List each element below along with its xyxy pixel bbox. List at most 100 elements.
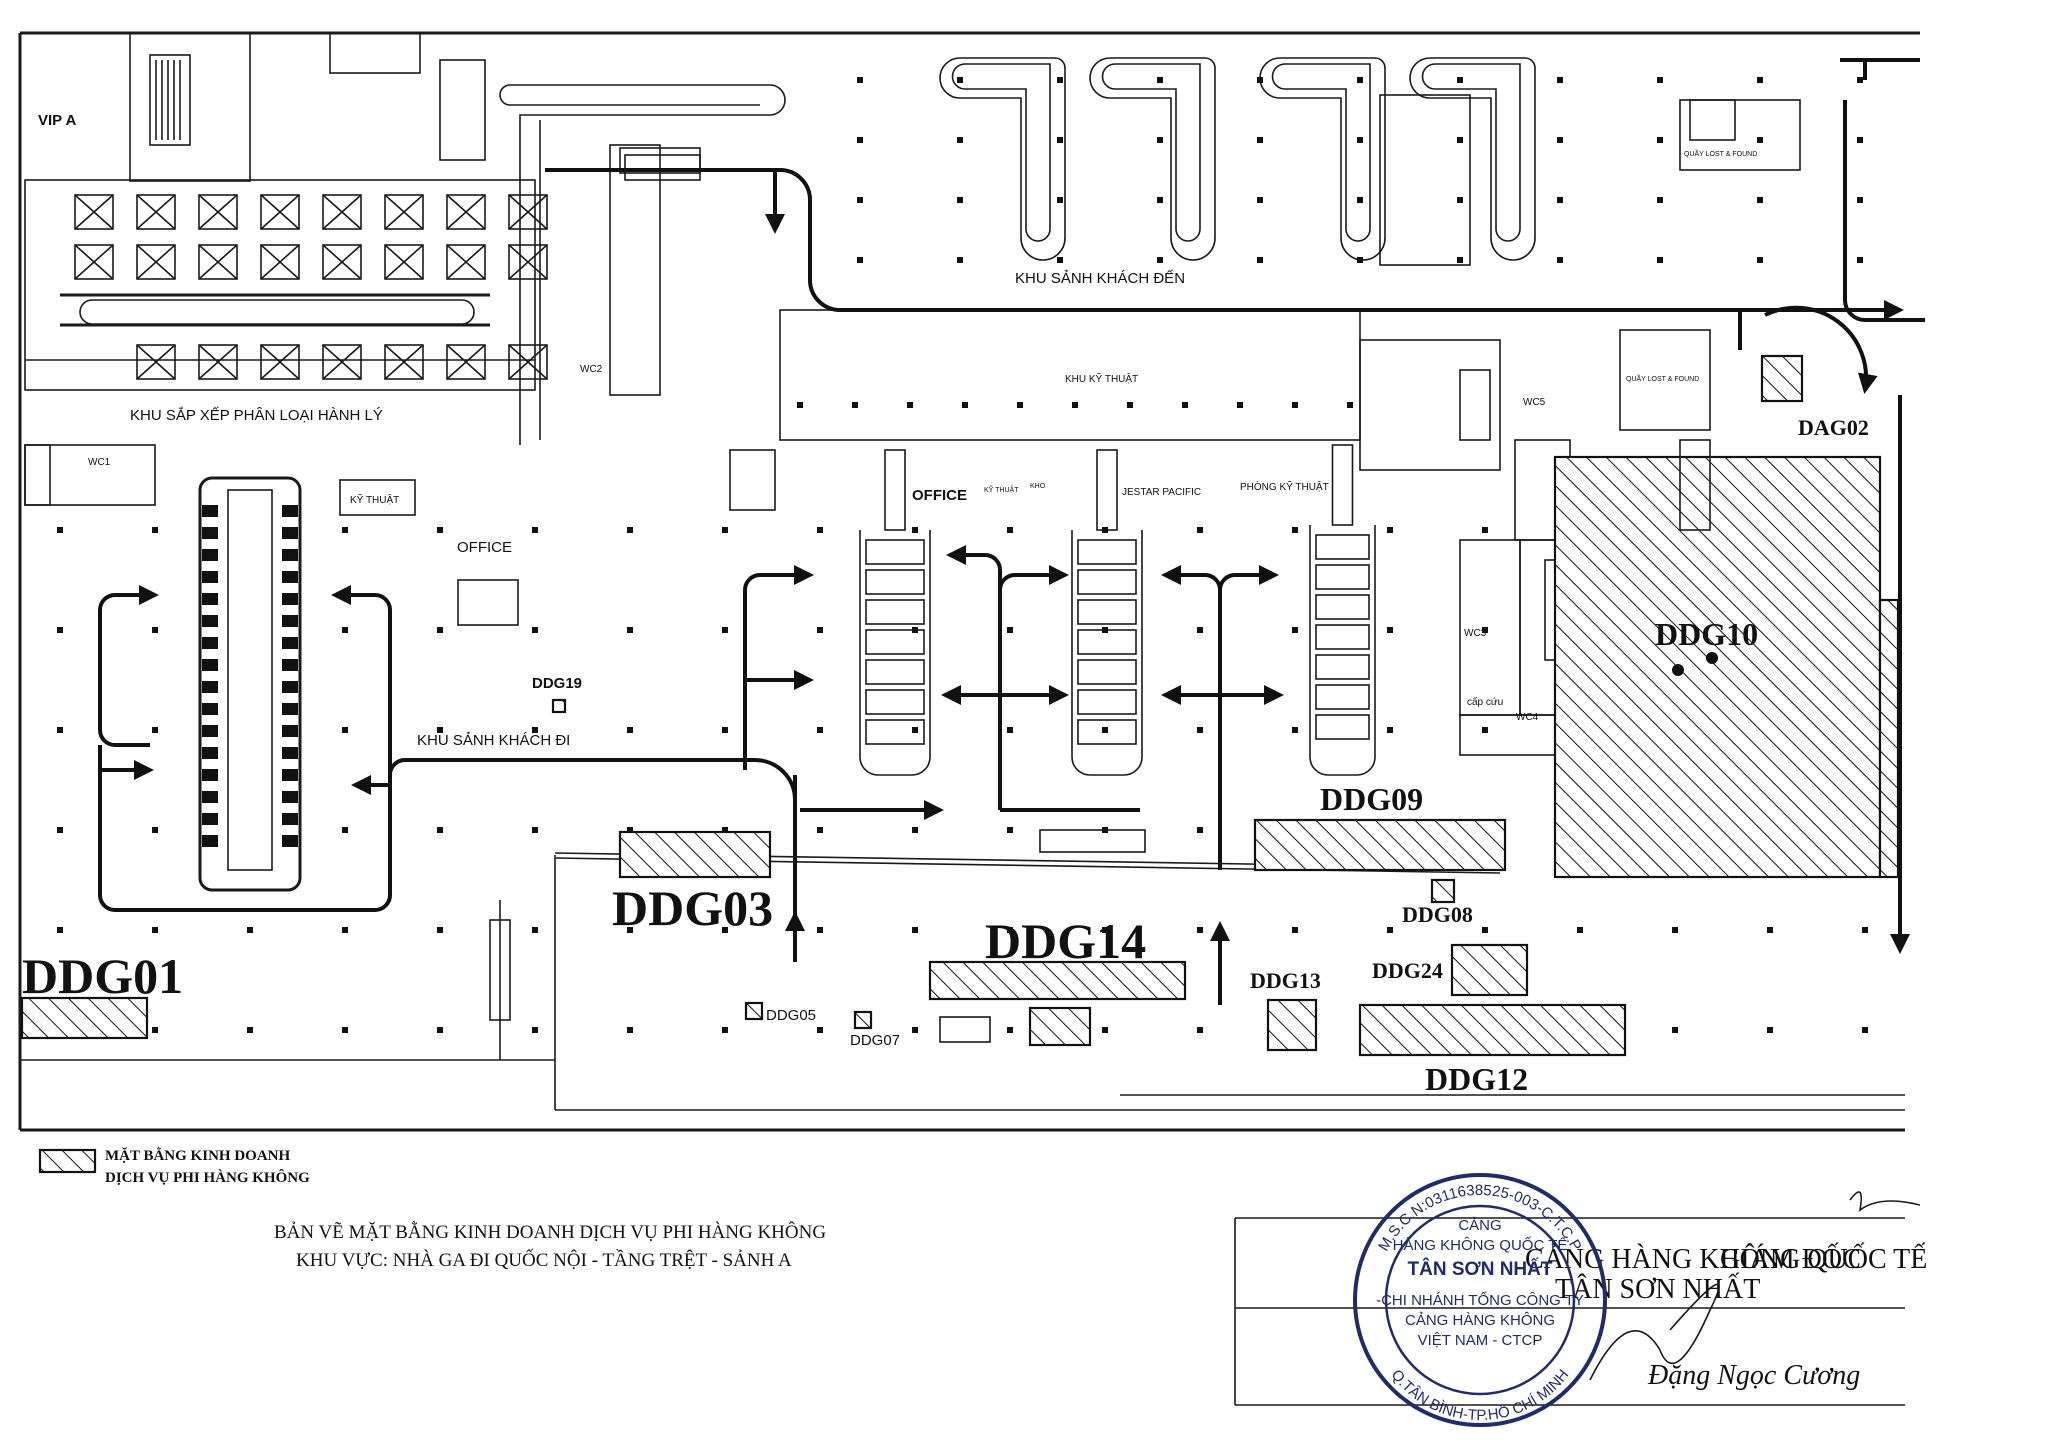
column-dot (1007, 727, 1013, 733)
column-dot (532, 927, 538, 933)
departure-conveyor (198, 476, 302, 892)
column-dot (857, 77, 863, 83)
column-dot (1102, 527, 1108, 533)
column-dot (437, 927, 443, 933)
baggage-box (384, 194, 424, 230)
column-dot (1197, 927, 1203, 933)
column-dot (1347, 402, 1353, 408)
legend-line-1: MẶT BẰNG KINH DOANH (105, 1147, 290, 1164)
labels: VIP A KHU SẮP XẾP PHÂN LOẠI HÀNH LÝ KHU … (22, 112, 1869, 1097)
column-dot (57, 727, 63, 733)
column-dot (1767, 927, 1773, 933)
column-dot (957, 137, 963, 143)
column-dot (1557, 257, 1563, 263)
column-dot (1357, 257, 1363, 263)
label-wc2: WC2 (580, 364, 603, 375)
baggage-belt-boxes (74, 194, 548, 380)
column-dot (437, 827, 443, 833)
column-dot (1482, 627, 1488, 633)
claim-belt (1409, 57, 1536, 261)
drawing-title-line-1: BẢN VẼ MẶT BẰNG KINH DOANH DỊCH VỤ PHI H… (274, 1221, 826, 1243)
column-dot (532, 1027, 538, 1033)
baggage-box (198, 194, 238, 230)
zone-ddg08 (1430, 878, 1456, 904)
pier (1309, 444, 1376, 776)
column-dot (722, 727, 728, 733)
column-dot (1672, 927, 1678, 933)
column-dot (1017, 402, 1023, 408)
column-dot (1457, 197, 1463, 203)
pier (1071, 449, 1143, 776)
approval-role: GIÁM ĐỐC (1720, 1243, 1861, 1275)
column-dot (1007, 1027, 1013, 1033)
column-dot (722, 927, 728, 933)
zone-ddg19 (551, 698, 567, 714)
label-vip: VIP A (38, 112, 77, 129)
column-dot (152, 527, 158, 533)
column-dot (1457, 257, 1463, 263)
serpentine-conveyor (499, 84, 786, 445)
column-dot (722, 527, 728, 533)
column-dot (1357, 137, 1363, 143)
column-dot (1857, 137, 1863, 143)
column-dot (1577, 927, 1583, 933)
zone-ddg10 (1553, 455, 1882, 879)
baggage-box (446, 194, 486, 230)
baggage-box (446, 244, 486, 280)
column-dot (1157, 77, 1163, 83)
column-dot (817, 1027, 823, 1033)
drawing-title-line-2: KHU VỰC: NHÀ GA ĐI QUỐC NỘI - TẦNG TRỆT … (296, 1249, 792, 1271)
zone-ddg01 (20, 996, 149, 1040)
zone-ddg07 (853, 1010, 873, 1030)
arrival-hall-block (609, 94, 1801, 471)
column-dot (722, 627, 728, 633)
label-dag02: DAG02 (1798, 415, 1869, 440)
legend: MẶT BẰNG KINH DOANH DỊCH VỤ PHI HÀNG KHÔ… (38, 1147, 310, 1186)
column-dot (1057, 137, 1063, 143)
label-ddg12: DDG12 (1425, 1061, 1528, 1097)
label-ddg09: DDG09 (1320, 781, 1423, 817)
column-dot (627, 1027, 633, 1033)
column-dot (912, 627, 918, 633)
stamp-line-6: VIỆT NAM - CTCP (1418, 1332, 1543, 1349)
column-dot (437, 727, 443, 733)
column-dot (247, 1027, 253, 1033)
zone-ddg10b (1878, 598, 1900, 879)
label-ddg24: DDG24 (1372, 958, 1443, 983)
escalators (457, 99, 1736, 1043)
column-dot (1557, 197, 1563, 203)
column-dot (1557, 77, 1563, 83)
baggage-box (322, 194, 362, 230)
column-dot (342, 527, 348, 533)
column-dot (1657, 257, 1663, 263)
label-arrival-hall: KHU SẢNH KHÁCH ĐẾN (1015, 270, 1185, 287)
label-lost-found-2: QUẦY LOST & FOUND (1626, 373, 1699, 383)
column-dot (907, 402, 913, 408)
column-dot (1007, 527, 1013, 533)
column-dot (342, 927, 348, 933)
signer-name: Đặng Ngọc Cương (1647, 1360, 1860, 1391)
column-dot (1862, 1027, 1868, 1033)
stamp-line-3: TÂN SƠN NHẤT (1408, 1258, 1553, 1280)
column-dot (532, 527, 538, 533)
column-dot (1257, 77, 1263, 83)
column-dot (152, 727, 158, 733)
column-dot (437, 527, 443, 533)
legend-swatch (38, 1148, 97, 1174)
label-cap-cuu: cấp cứu (1467, 696, 1503, 708)
legend-line-2: DỊCH VỤ PHI HÀNG KHÔNG (105, 1169, 310, 1186)
column-dot (1657, 137, 1663, 143)
column-dot (1857, 257, 1863, 263)
column-dot (152, 827, 158, 833)
label-baggage-area: KHU SẮP XẾP PHÂN LOẠI HÀNH LÝ (130, 406, 383, 424)
column-dot (1767, 1027, 1773, 1033)
column-dot (1007, 827, 1013, 833)
column-dot (627, 727, 633, 733)
baggage-box (384, 244, 424, 280)
column-dot (1197, 527, 1203, 533)
column-dot (1007, 927, 1013, 933)
column-dot (437, 1027, 443, 1033)
column-dot (1457, 77, 1463, 83)
stamp-line-5: CẢNG HÀNG KHÔNG (1405, 1312, 1555, 1329)
column-dot (1857, 77, 1863, 83)
